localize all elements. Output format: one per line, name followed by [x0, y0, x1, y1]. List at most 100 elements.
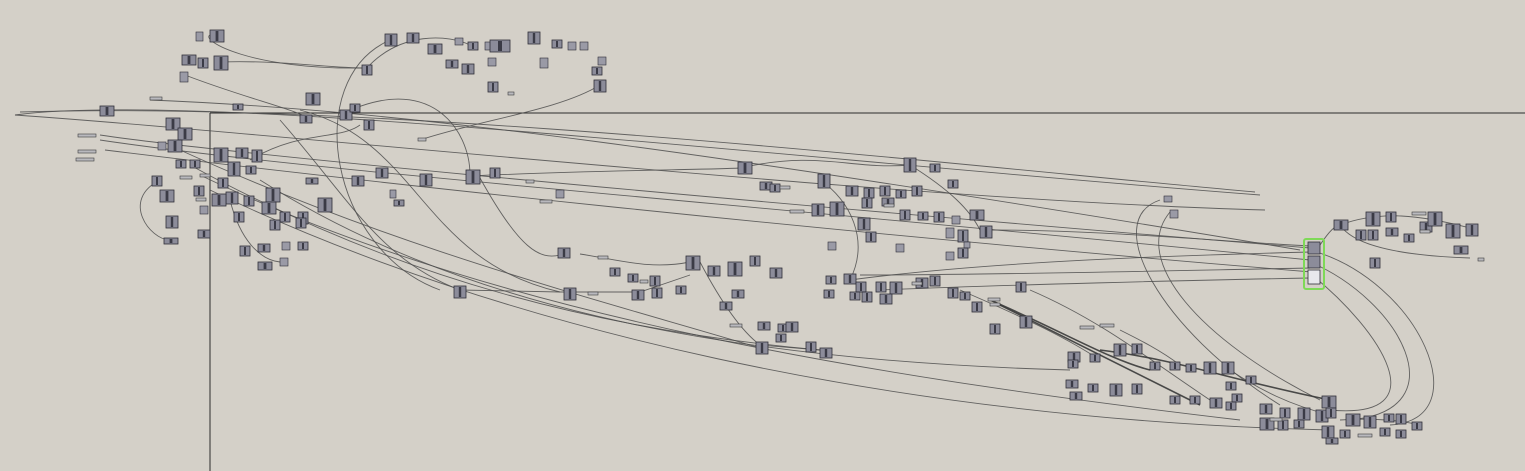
component-node[interactable] — [195, 31, 204, 42]
component-node-body — [398, 201, 400, 205]
component-node-body — [1400, 415, 1402, 423]
component-node-body — [284, 213, 286, 221]
number-slider[interactable] — [789, 209, 805, 214]
component-node[interactable] — [555, 189, 565, 199]
component-node-body — [230, 193, 234, 203]
component-node-body — [562, 249, 566, 257]
component-node-body — [187, 56, 191, 64]
component-node[interactable] — [827, 241, 837, 251]
number-slider[interactable] — [883, 203, 895, 208]
component-node-body — [984, 227, 988, 237]
component-node-body — [1371, 213, 1375, 225]
number-slider[interactable] — [77, 133, 97, 138]
component-node-body — [1416, 423, 1418, 429]
component-node-body — [1072, 361, 1074, 367]
component-node-body — [870, 233, 872, 241]
component-node-body — [934, 165, 936, 171]
number-slider[interactable] — [539, 199, 553, 204]
number-slider[interactable] — [989, 302, 1001, 307]
component-node[interactable] — [1169, 209, 1179, 219]
component-node-body — [774, 185, 776, 191]
component-node-body — [1214, 399, 1218, 407]
component-node-body — [311, 94, 315, 104]
number-slider[interactable] — [195, 197, 207, 202]
component-node[interactable] — [567, 41, 577, 51]
component-node-body — [344, 111, 348, 119]
component-node-body — [691, 257, 695, 269]
component-node-body — [1118, 345, 1122, 355]
number-slider[interactable] — [987, 297, 1001, 302]
component-node[interactable] — [179, 71, 189, 83]
component-node[interactable] — [895, 243, 905, 253]
component-node-body — [183, 129, 187, 139]
component-node-body — [105, 107, 109, 115]
number-slider[interactable] — [525, 179, 535, 184]
component-node-body — [302, 243, 304, 249]
number-slider[interactable] — [587, 291, 599, 296]
number-slider[interactable] — [1099, 323, 1115, 328]
component-node-body — [614, 269, 616, 275]
component-node[interactable] — [945, 251, 955, 261]
component-node-body — [934, 277, 936, 285]
number-slider[interactable] — [75, 157, 95, 162]
number-slider[interactable] — [911, 281, 923, 286]
component-node[interactable] — [597, 56, 607, 66]
component-node-body — [169, 239, 173, 243]
component-node-body — [256, 151, 258, 161]
component-node-body — [994, 325, 996, 333]
component-node-body — [1072, 353, 1076, 361]
component-node-body — [202, 59, 204, 67]
component-nodes[interactable] — [75, 29, 1485, 445]
component-node-body — [1282, 421, 1284, 429]
component-node[interactable] — [199, 205, 209, 215]
number-slider[interactable] — [199, 173, 211, 178]
component-node-body — [1374, 259, 1376, 267]
component-node-body — [1351, 415, 1355, 425]
component-node-body — [866, 199, 868, 207]
component-node-body — [568, 289, 572, 299]
component-node[interactable] — [454, 37, 464, 46]
number-slider[interactable] — [1357, 433, 1373, 438]
component-node-body — [267, 203, 271, 213]
number-slider[interactable] — [1411, 211, 1427, 216]
component-node[interactable] — [157, 141, 167, 151]
number-slider[interactable] — [1477, 257, 1485, 262]
selected-component-group[interactable] — [1303, 238, 1325, 290]
number-slider[interactable] — [507, 91, 515, 96]
component-node[interactable] — [579, 41, 589, 51]
component-node[interactable] — [963, 241, 971, 249]
component-node-body — [884, 187, 886, 195]
number-slider[interactable] — [179, 175, 193, 180]
component-node-body — [886, 199, 890, 205]
component-node-body — [1470, 225, 1474, 235]
number-slider[interactable] — [1079, 325, 1095, 330]
number-slider[interactable] — [729, 323, 743, 328]
number-slider[interactable] — [597, 255, 609, 260]
component-node-body — [598, 81, 602, 91]
component-node-body — [368, 121, 370, 129]
component-node-body — [908, 159, 912, 171]
number-slider[interactable] — [149, 96, 163, 101]
component-node[interactable] — [1163, 195, 1173, 203]
number-slider[interactable] — [417, 137, 427, 142]
component-node[interactable] — [945, 227, 955, 239]
component-node-body — [850, 187, 854, 195]
number-slider[interactable] — [639, 279, 649, 284]
component-node-body — [780, 335, 782, 341]
component-node[interactable] — [951, 215, 961, 225]
component-node-body — [868, 189, 870, 197]
component-node-body — [1368, 417, 1372, 427]
number-slider[interactable] — [77, 149, 97, 154]
number-slider[interactable] — [1419, 229, 1431, 234]
component-node-body — [632, 275, 634, 281]
number-slider[interactable] — [779, 185, 791, 190]
component-node[interactable] — [389, 189, 397, 199]
component-node[interactable] — [539, 57, 549, 69]
number-slider[interactable] — [1269, 417, 1283, 422]
component-node[interactable] — [281, 241, 291, 251]
component-node[interactable] — [487, 57, 497, 67]
component-node-body — [774, 269, 778, 277]
component-node[interactable] — [279, 257, 289, 267]
